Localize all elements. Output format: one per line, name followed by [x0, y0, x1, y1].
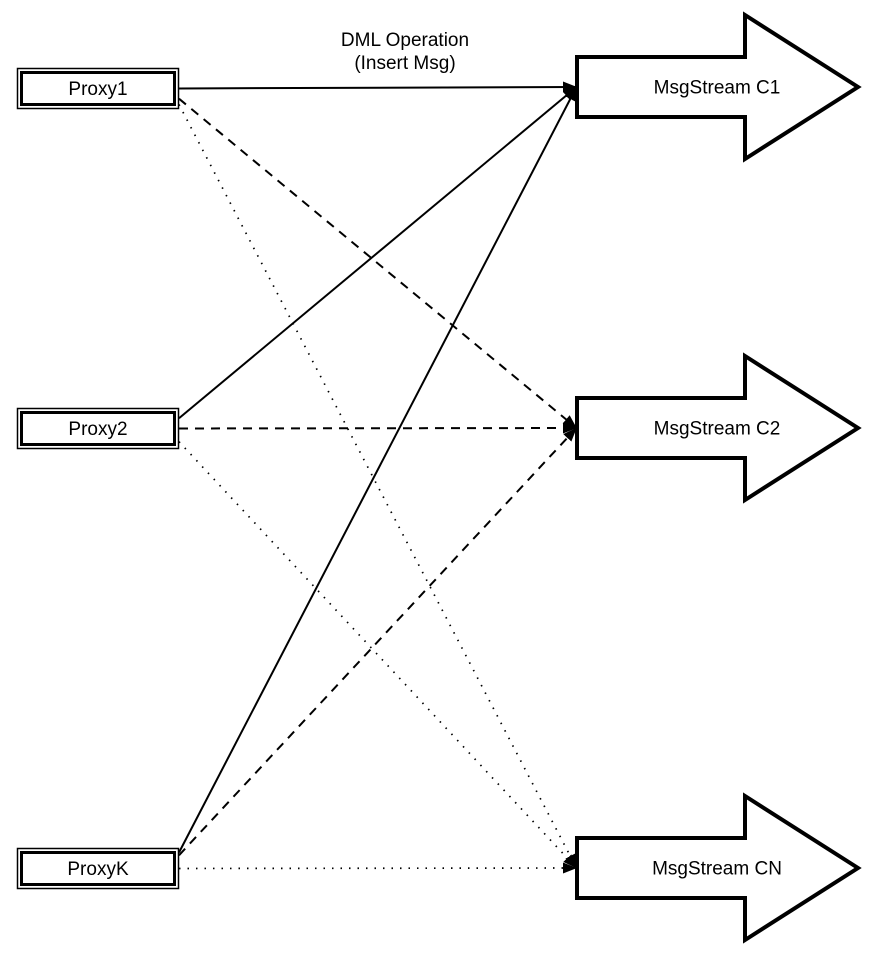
- edge-proxy2-cn-dotted: [178, 441, 578, 869]
- proxy1-label: Proxy1: [68, 79, 127, 100]
- dml-operation-label-line1: DML Operation: [341, 30, 469, 51]
- proxyk-label: ProxyK: [67, 859, 129, 880]
- proxy2-box-outer: [16, 407, 180, 450]
- msgstream-c2-label: MsgStream C2: [654, 419, 781, 440]
- node-proxyk: ProxyK: [16, 847, 180, 890]
- block-arrow-shape-cn: [575, 792, 862, 944]
- proxy2-label: Proxy2: [68, 419, 127, 440]
- edge-proxy1-c1-solid: [178, 81, 577, 93]
- node-msgstream-c1: MsgStream C1: [575, 11, 862, 163]
- proxy1-box-outer: [16, 67, 180, 110]
- dml-operation-label-line2: (Insert Msg): [354, 53, 455, 74]
- msgstream-cn-label: MsgStream CN: [652, 859, 782, 880]
- proxyk-box-outer: [16, 847, 180, 890]
- edges-layer: [178, 81, 578, 874]
- edge-proxy1-cn-dotted: [178, 104, 578, 869]
- block-arrow-shape-c2: [575, 352, 862, 504]
- block-arrow-shape-c1: [575, 11, 862, 163]
- node-proxy1: Proxy1: [16, 67, 180, 110]
- edge-proxy2-c1-solid: [178, 86, 578, 420]
- edge-proxyk-c2-dashed: [178, 427, 578, 856]
- proxy2-box-inner: [20, 411, 176, 446]
- proxy1-box-inner: [20, 71, 176, 106]
- node-msgstream-c2: MsgStream C2: [575, 352, 862, 504]
- edge-proxyk-c1-solid: [178, 86, 578, 853]
- edge-proxy1-c2-dashed: [178, 97, 578, 429]
- node-proxy2: Proxy2: [16, 407, 180, 450]
- msgstream-c1-label: MsgStream C1: [654, 78, 781, 99]
- node-msgstream-cn: MsgStream CN: [575, 792, 862, 944]
- proxyk-box-inner: [20, 851, 176, 886]
